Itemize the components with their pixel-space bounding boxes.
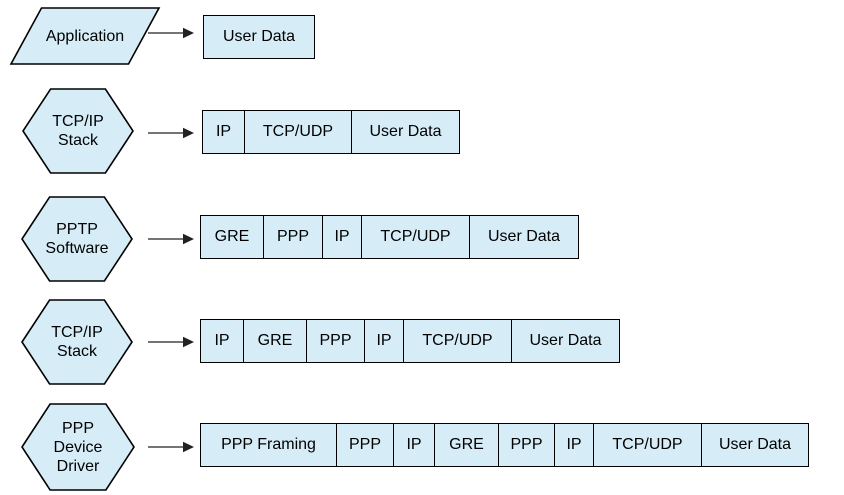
right-arrow-icon xyxy=(147,26,195,40)
packet-segment-tcp-udp: TCP/UDP xyxy=(361,216,469,258)
packet-segment-gre: GRE xyxy=(434,424,498,466)
packet-segment-user-data: User Data xyxy=(511,320,619,362)
packet-segment-gre: GRE xyxy=(201,216,263,258)
packet-segment-tcp-udp: TCP/UDP xyxy=(244,111,351,153)
packet-segment-tcp-udp: TCP/UDP xyxy=(593,424,701,466)
packet-segment-user-data: User Data xyxy=(204,16,314,58)
packet-segment-ip: IP xyxy=(554,424,593,466)
packet-segment-ppp: PPP xyxy=(336,424,393,466)
packet-segment-ppp: PPP xyxy=(498,424,554,466)
hexagon-outline xyxy=(21,299,133,385)
packet-segment-user-data: User Data xyxy=(351,111,459,153)
right-arrow-icon xyxy=(147,335,195,349)
packet-segment-ppp: PPP xyxy=(263,216,322,258)
right-arrow-icon xyxy=(147,126,195,140)
packet-segment-ip: IP xyxy=(393,424,434,466)
hexagon-outline xyxy=(21,403,135,491)
hexagon-outline xyxy=(22,88,134,174)
parallelogram-outline xyxy=(9,7,161,65)
packet-segment-ppp-framing: PPP Framing xyxy=(201,424,336,466)
packet-segment-ip: IP xyxy=(322,216,361,258)
packet-segment-ip: IP xyxy=(203,111,244,153)
packet-segment-ppp: PPP xyxy=(306,320,364,362)
packet-segment-tcp-udp: TCP/UDP xyxy=(403,320,511,362)
right-arrow-icon xyxy=(147,232,195,246)
packet-segment-ip: IP xyxy=(364,320,403,362)
packet-row: User Data xyxy=(203,15,315,59)
packet-segment-user-data: User Data xyxy=(701,424,808,466)
right-arrow-icon xyxy=(147,440,195,454)
stage-shape-application: Application xyxy=(9,7,161,65)
packet-segment-ip: IP xyxy=(201,320,243,362)
hexagon-outline xyxy=(21,196,133,282)
packet-segment-gre: GRE xyxy=(243,320,306,362)
packet-segment-user-data: User Data xyxy=(469,216,578,258)
